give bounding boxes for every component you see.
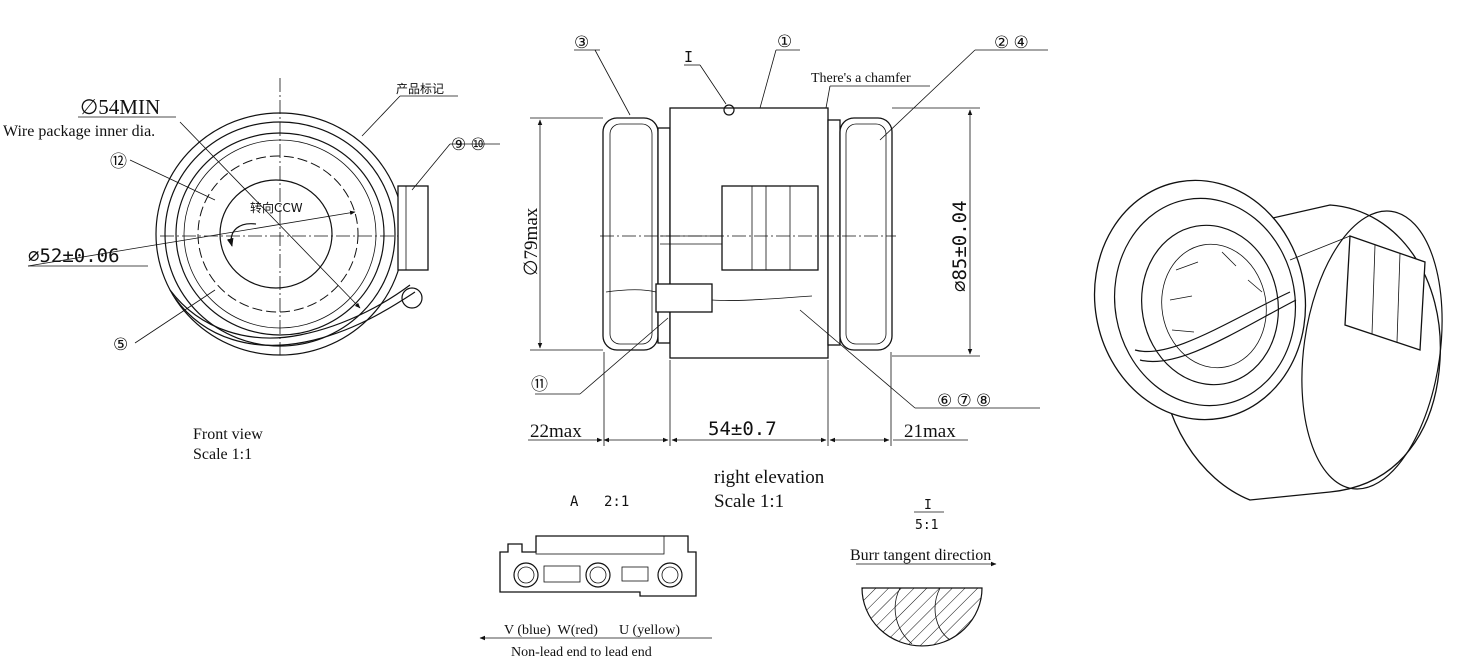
- burr-label: I: [924, 498, 932, 513]
- iso-tooth-5: [1247, 279, 1263, 293]
- lead-direction-note: Non-lead end to lead end: [511, 645, 652, 660]
- burr-scale: 5:1: [915, 518, 938, 533]
- elevation-title: right elevation: [714, 467, 825, 488]
- dia54-label: ∅54MIN: [80, 95, 160, 119]
- iso-wire-2: [1139, 299, 1297, 362]
- callout-11: ⑪: [531, 375, 548, 394]
- iso-tooth-1: [1175, 261, 1199, 271]
- dim-21-label: 21max: [904, 421, 956, 442]
- dim-54-label: 54±0.7: [708, 418, 777, 440]
- callout9-leader: [411, 143, 451, 191]
- iso-wire-1: [1134, 291, 1291, 353]
- iso-tooth-2: [1169, 295, 1193, 301]
- dim-22-label: 22max: [530, 421, 582, 442]
- front-view-title: Front view: [193, 426, 263, 443]
- front-view: ∅54MIN Wire package inner dia. 产品标记 转向CC…: [3, 78, 500, 463]
- product-mark-label: 产品标记: [396, 82, 444, 96]
- chamfer-note: There's a chamfer: [811, 71, 911, 86]
- chamfer-leader: [825, 85, 831, 109]
- front-ring-2: [164, 121, 396, 347]
- isometric-view: [1093, 179, 1443, 501]
- front-connector: [397, 185, 429, 271]
- right-lamination: [827, 119, 841, 346]
- connector-slot-1: [543, 565, 581, 583]
- callout-3: ③: [574, 33, 589, 52]
- callout2-leader: [879, 49, 976, 141]
- connector-slot-2: [621, 566, 649, 582]
- right-elevation: ③ I ① ② ④ There's a chamfer ∅79max ∅85±0…: [521, 32, 1048, 512]
- detail-i-leader: [699, 64, 727, 105]
- iso-connector-line-1: [1371, 244, 1376, 335]
- burr-detail: I 5:1 Burr tangent direction: [850, 498, 997, 647]
- callout6-leader: [799, 309, 916, 409]
- wire-package-note: Wire package inner dia.: [3, 123, 155, 140]
- front-rotor-bore: [219, 179, 333, 289]
- connector-block: [721, 185, 819, 271]
- iso-front-ring: [1093, 179, 1307, 421]
- connector-pin-u-inner: [661, 566, 679, 584]
- lead-colors: V (blue) W(red) U (yellow): [504, 623, 680, 638]
- wire-3: [605, 289, 657, 293]
- callout11-leader: [579, 317, 669, 395]
- detail-a-scale: 2:1: [604, 494, 629, 510]
- burr-note: Burr tangent direction: [850, 547, 991, 564]
- front-wire-loop-2: [174, 291, 416, 346]
- detail-i-label: I: [684, 48, 693, 66]
- wire-sleeve: [655, 283, 713, 313]
- front-view-scale: Scale 1:1: [193, 446, 252, 463]
- callout-2-4: ② ④: [994, 33, 1029, 52]
- iso-rear-rim: [1301, 210, 1443, 490]
- elevation-scale: Scale 1:1: [714, 491, 784, 512]
- iso-connector-link: [1289, 235, 1351, 261]
- callout1-leader: [759, 49, 777, 109]
- right-end-cap: [839, 117, 893, 351]
- connector-pin-u: [657, 562, 683, 588]
- burr-hatch: [862, 588, 982, 646]
- dia52-leader: [27, 210, 356, 267]
- iso-rotor: [1161, 243, 1267, 369]
- dia85-label: ∅85±0.04: [949, 200, 971, 292]
- callout-9-10: ⑨ ⑩: [451, 135, 486, 154]
- burr-arc-2: [934, 587, 951, 641]
- rotation-arrow: [226, 223, 257, 247]
- left-end-cap-inner: [609, 123, 653, 345]
- iso-tooth-4: [1221, 251, 1237, 267]
- front-ring-3: [175, 132, 385, 336]
- callout-6-7-8: ⑥ ⑦ ⑧: [937, 391, 991, 410]
- burr-arc-1: [894, 587, 913, 645]
- right-end-cap-inner: [845, 123, 887, 345]
- front-wire-coil: [401, 287, 423, 309]
- iso-tooth-3: [1171, 329, 1195, 333]
- connector-pin-v-inner: [517, 566, 535, 584]
- front-wire-loop: [169, 284, 411, 339]
- detail-i-marker: [723, 104, 735, 116]
- product-mark-leader: [361, 95, 401, 137]
- dia52-label: ∅52±0.06: [28, 245, 120, 267]
- connector-pin-w-inner: [589, 566, 607, 584]
- iso-front-ring-inner: [1113, 197, 1297, 407]
- left-end-cap: [602, 117, 659, 351]
- iso-connector-line-2: [1396, 252, 1401, 343]
- connector-detail: A 2:1 V (blue) W(red) U (yellow) Non-lea…: [479, 494, 712, 660]
- connector-top-strip: [535, 535, 665, 555]
- rotation-label: 转向CCW: [250, 200, 303, 215]
- front-stator-bore: [197, 155, 359, 313]
- detail-a-label: A: [570, 494, 579, 510]
- front-ring-4: [183, 139, 377, 329]
- callout-5: ⑤: [113, 335, 128, 354]
- callout3-leader: [594, 49, 631, 116]
- connector-pin-w: [585, 562, 611, 588]
- dia54-leader: [179, 121, 361, 309]
- connector-pin-v: [513, 562, 539, 588]
- wire-4: [711, 295, 813, 301]
- callout-12: ⑫: [110, 152, 127, 171]
- callout5-leader: [134, 289, 216, 344]
- callout12-leader: [129, 159, 216, 201]
- dia79-label: ∅79max: [521, 207, 542, 276]
- iso-bore: [1141, 224, 1279, 386]
- callout-1: ①: [777, 32, 792, 51]
- burr-outline: [861, 587, 983, 647]
